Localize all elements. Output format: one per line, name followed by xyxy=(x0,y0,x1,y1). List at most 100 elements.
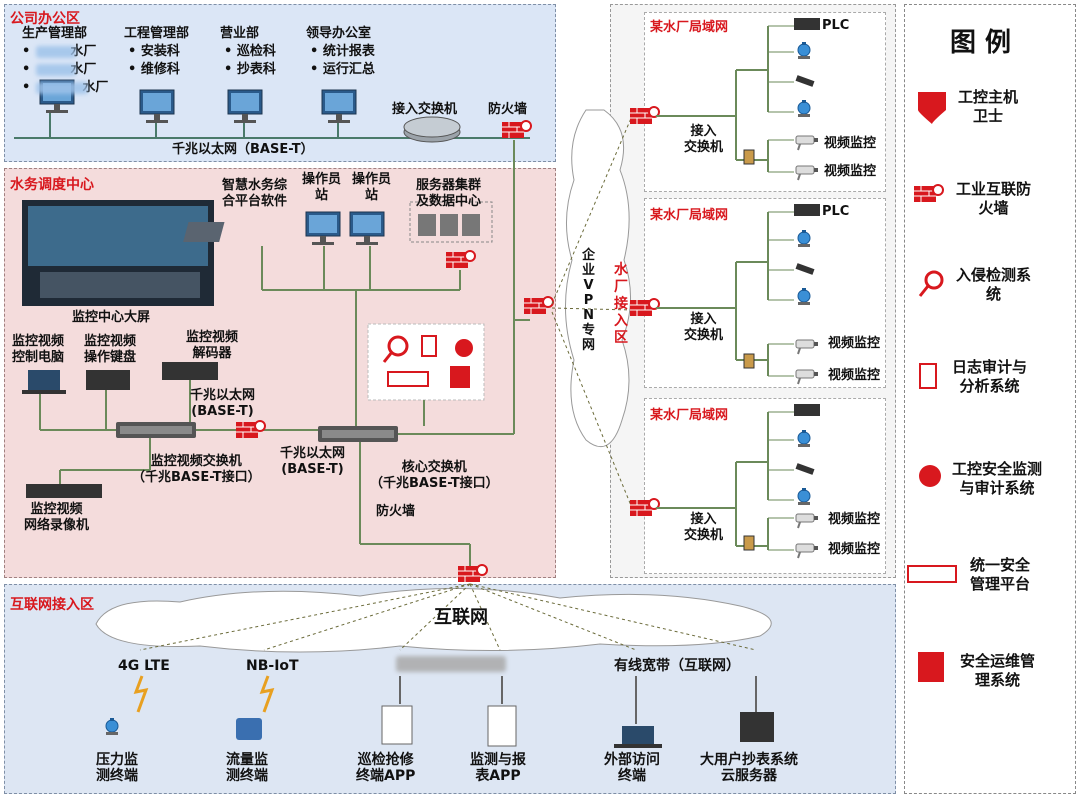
video-decoder-icon xyxy=(162,362,218,380)
flow-terminal-icon xyxy=(236,718,262,740)
plant-2-plc: PLC xyxy=(822,204,850,219)
legend-firewall-icon xyxy=(913,184,944,203)
big-screen-label: 监控中心大屏 xyxy=(72,310,151,325)
legend-item-3: 入侵检测系统 xyxy=(956,266,1032,303)
cloud-server-icon xyxy=(740,712,774,742)
core-switch-icon xyxy=(318,426,398,442)
legend-host-guard-icon xyxy=(918,92,946,124)
dept-biz-label: 营业部 xyxy=(220,26,260,41)
legend-platform-icon xyxy=(907,565,957,583)
vpn-char: 专 xyxy=(582,323,596,338)
plant-access-char: 水 xyxy=(614,262,628,278)
office-firewall-icon xyxy=(501,120,532,139)
operator-1-label: 操作员站 xyxy=(302,172,342,203)
video-switch-icon xyxy=(116,422,196,438)
ops-mgmt-icon xyxy=(450,366,470,388)
ics-audit-icon xyxy=(455,339,473,357)
lead-item-1: • 统计报表 xyxy=(310,44,375,59)
office-ethernet-label: 千兆以太网（BASE-T） xyxy=(172,142,314,157)
external-label: 外部访问终端 xyxy=(604,752,660,784)
flow-label: 流量监测终端 xyxy=(226,752,268,784)
office-firewall-label: 防火墙 xyxy=(488,102,528,117)
server-firewall-icon xyxy=(445,250,476,269)
legend-ics-audit-icon xyxy=(919,465,941,487)
core-switch-label: 核心交换机（千兆BASE-T接口） xyxy=(370,460,499,491)
operator-2-label: 操作员站 xyxy=(352,172,392,203)
bigcustomer-label: 大用户抄表系统云服务器 xyxy=(700,752,798,784)
dept-lead-label: 领导办公室 xyxy=(306,26,372,41)
vpn-cloud xyxy=(564,109,631,448)
plant-3-video-2: 视频监控 xyxy=(828,542,881,557)
internet-firewall-icon xyxy=(457,564,488,583)
video-pc-label: 监控视频控制电脑 xyxy=(12,334,65,365)
dispatch-firewall-icon xyxy=(235,420,266,439)
vpn-char: 网 xyxy=(582,338,596,353)
vpn-char: N xyxy=(583,308,594,323)
plant-2-devices xyxy=(629,204,820,385)
external-terminal-icon xyxy=(622,726,654,744)
video-switch-label: 监控视频交换机（千兆BASE-T接口） xyxy=(132,454,261,485)
plant-1-devices xyxy=(629,18,820,181)
pressure-label: 压力监测终端 xyxy=(96,752,138,784)
dept-eng-label: 工程管理部 xyxy=(124,26,190,41)
broadband-label: 有线宽带（互联网） xyxy=(614,658,740,674)
smart-platform-icon xyxy=(183,222,225,242)
plant-1-access: 接入交换机 xyxy=(684,124,724,155)
server-cluster-label: 服务器集群及数据中心 xyxy=(416,178,482,209)
plant-lan-1 xyxy=(644,12,886,192)
plant-1-video-2: 视频监控 xyxy=(824,164,877,179)
vpn-char: P xyxy=(583,293,594,308)
office-zone xyxy=(4,4,556,162)
log-audit-icon xyxy=(421,335,437,357)
legend-log-icon xyxy=(919,363,937,389)
internet-cloud-label: 互联网 xyxy=(434,607,488,628)
legend-item-4: 日志审计与分析系统 xyxy=(952,358,1028,395)
plant-1-video-1: 视频监控 xyxy=(824,136,877,151)
legend-item-6: 统一安全管理平台 xyxy=(970,556,1031,593)
eng-pc-icon xyxy=(139,89,175,124)
video-keyboard-icon xyxy=(86,370,130,390)
plant-1-title: 某水厂局域网 xyxy=(650,20,729,35)
plant-3-title: 某水厂局域网 xyxy=(650,408,729,423)
legend-item-1: 工控主机卫士 xyxy=(958,88,1019,125)
smart-platform-label: 智慧水务综合平台软件 xyxy=(222,178,288,209)
nbiot-label: NB-IoT xyxy=(246,658,299,674)
plant-access-char: 接 xyxy=(614,296,628,312)
patrol-app-icon xyxy=(381,705,413,745)
plant-1-plc: PLC xyxy=(822,18,850,33)
lead-item-2: • 运行汇总 xyxy=(310,62,375,77)
ethernet-2-label: 千兆以太网(BASE-T) xyxy=(280,446,346,477)
legend-item-2: 工业互联防火墙 xyxy=(956,180,1032,217)
pressure-terminal-icon xyxy=(105,717,119,736)
biz-pc-icon xyxy=(227,89,263,124)
legend-title: 图 例 xyxy=(950,28,1012,58)
plant-access-char: 区 xyxy=(614,330,628,346)
legend-ops-icon xyxy=(918,652,944,682)
plant-label-3: •水厂 xyxy=(22,80,109,95)
lte-label: 4G LTE xyxy=(118,658,170,674)
plant-2-video-2: 视频监控 xyxy=(828,368,881,383)
eng-item-1: • 安装科 xyxy=(128,44,180,59)
patrol-label: 巡检抢修终端APP xyxy=(356,752,416,784)
nvr-icon xyxy=(26,484,102,498)
biz-item-1: • 巡检科 xyxy=(224,44,276,59)
video-decoder-label: 监控视频解码器 xyxy=(186,330,239,361)
vpn-char: 企 xyxy=(582,248,596,263)
legend-ids-icon xyxy=(924,270,944,290)
plant-3-devices xyxy=(629,404,820,559)
ids-icon xyxy=(387,335,409,357)
plant-2-access: 接入交换机 xyxy=(684,312,724,343)
plant-access-title: 水厂接入区 xyxy=(614,262,628,347)
plant-2-title: 某水厂局域网 xyxy=(650,208,729,223)
plant-lan-2 xyxy=(644,198,886,388)
biz-item-2: • 抄表科 xyxy=(224,62,276,77)
server-icon xyxy=(418,214,436,236)
plant-lan-3 xyxy=(644,398,886,574)
vpn-char: 业 xyxy=(582,263,596,278)
nvr-label: 监控视频网络录像机 xyxy=(24,502,90,533)
access-switch-label: 接入交换机 xyxy=(392,102,458,117)
operator-pc-1-icon xyxy=(305,211,341,246)
vpn-firewall-icon xyxy=(523,296,554,315)
monitor-app-icon xyxy=(487,705,517,747)
